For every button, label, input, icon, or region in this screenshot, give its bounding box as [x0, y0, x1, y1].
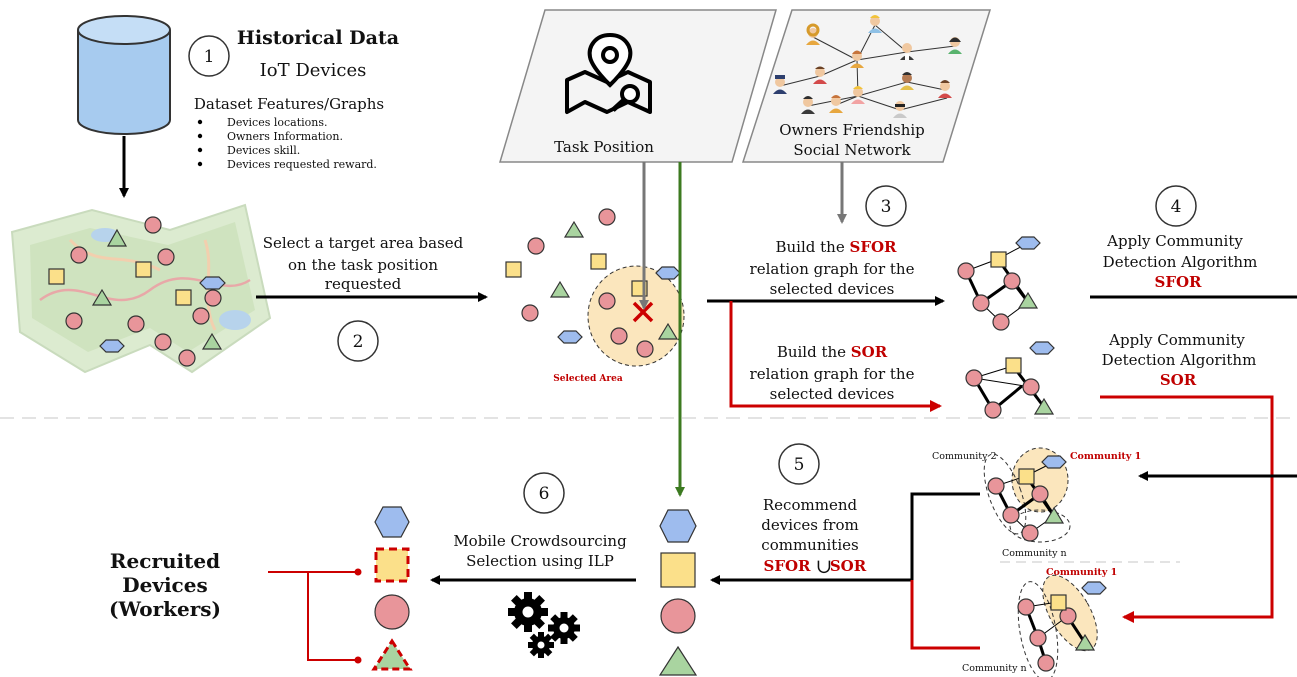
sfor-apply-line1: Apply Community	[1106, 232, 1243, 250]
union-symbol: ∪	[816, 554, 833, 578]
community-1-label-bottom: Community 1	[1046, 567, 1117, 578]
step3-number: 3	[881, 197, 892, 217]
step5-line1: Recommend	[763, 496, 858, 514]
step5-key-a: SFOR	[763, 557, 811, 575]
sfor-apply-line2: Detection Algorithm	[1103, 253, 1258, 271]
sfor-build-line3: selected devices	[770, 280, 895, 298]
social-label-line1: Owners Friendship	[779, 121, 925, 139]
step1-number: 1	[204, 47, 215, 67]
recruited-line3: (Workers)	[109, 597, 221, 621]
feature-item: Devices skill.	[227, 144, 300, 157]
task-location-x-icon	[632, 301, 654, 323]
map-illustration	[10, 203, 272, 374]
recommended-devices	[658, 509, 698, 676]
step2-line1: Select a target area based	[263, 234, 464, 252]
step1-circle	[188, 35, 230, 77]
people-icons	[773, 15, 962, 118]
sor-build-key: SOR	[851, 343, 888, 361]
step5-line2: devices from	[761, 516, 858, 534]
selected-area-scatter	[505, 208, 616, 344]
gears-icon	[508, 592, 580, 658]
recruited-line-bottom	[307, 572, 362, 664]
step4-circle	[1155, 185, 1197, 227]
recruited-devices	[371, 506, 413, 671]
sfor-communities	[983, 447, 1071, 543]
social-network-box	[741, 9, 992, 163]
social-label-line2: Social Network	[793, 141, 911, 159]
sfor-build-line1: Build the SFOR	[776, 238, 898, 256]
selected-area-label: Selected Area	[553, 374, 623, 384]
sor-build-line1: Build the SOR	[777, 343, 888, 361]
sor-graph	[965, 341, 1055, 419]
step1-subtitle: IoT Devices	[260, 60, 367, 81]
sor-apply-line2: Detection Algorithm	[1102, 351, 1257, 369]
step5-circle	[778, 443, 820, 485]
selected-area-ellipse	[587, 265, 685, 367]
step4-number: 4	[1171, 197, 1182, 217]
selected-area-nodes	[598, 266, 681, 358]
features-list: Devices locations. Owners Information. D…	[197, 116, 377, 171]
step6-line1: Mobile Crowdsourcing	[453, 532, 627, 550]
step5-number: 5	[794, 455, 805, 475]
sfor-build-pre: Build the	[776, 238, 850, 256]
sor-communities	[1017, 574, 1107, 677]
step3-circle	[865, 185, 907, 227]
feature-item: Owners Information.	[227, 130, 343, 143]
step2-circle	[337, 320, 379, 362]
task-position-label: Task Position	[554, 138, 654, 156]
arrow-area-to-sor	[729, 301, 942, 412]
sfor-build-line2: relation graph for the	[750, 260, 915, 278]
task-position-box	[498, 9, 777, 163]
features-heading: Dataset Features/Graphs	[194, 95, 384, 113]
step5-key-b: SOR	[830, 557, 867, 575]
database-icon	[77, 15, 171, 135]
community-n-label-bottom: Community n	[962, 663, 1027, 674]
community-2-label: Community 2	[932, 451, 997, 462]
sor-apply-key: SOR	[1160, 371, 1197, 389]
map-pin-icon	[565, 32, 652, 114]
community-n-label-top: Community n	[1002, 548, 1067, 559]
sfor-graph	[957, 236, 1041, 331]
arrow-sor-to-communities	[1100, 395, 1274, 623]
step2-line3: requested	[325, 275, 402, 293]
sfor-build-key: SFOR	[849, 238, 897, 256]
feature-item: Devices requested reward.	[227, 158, 377, 171]
arrow-communities-to-recommend	[710, 492, 980, 585]
step6-line2: Selection using ILP	[466, 552, 614, 570]
sor-build-pre: Build the	[777, 343, 851, 361]
step2-number: 2	[353, 332, 364, 352]
sor-bracket-line	[910, 580, 980, 650]
community-1-label-top: Community 1	[1070, 451, 1141, 462]
sor-build-line2: relation graph for the	[750, 365, 915, 383]
feature-item: Devices locations.	[227, 116, 328, 129]
step1-title: Historical Data	[237, 27, 399, 49]
step6-number: 6	[539, 484, 550, 504]
sfor-apply-key: SFOR	[1154, 273, 1202, 291]
step5-line3: communities	[761, 536, 858, 554]
sor-build-line3: selected devices	[770, 385, 895, 403]
step2-line2: on the task position	[288, 256, 438, 274]
sor-apply-line1: Apply Community	[1108, 331, 1245, 349]
recruited-line1: Recruited	[110, 549, 220, 573]
step6-circle	[523, 472, 565, 514]
recruited-line2: Devices	[122, 573, 207, 597]
